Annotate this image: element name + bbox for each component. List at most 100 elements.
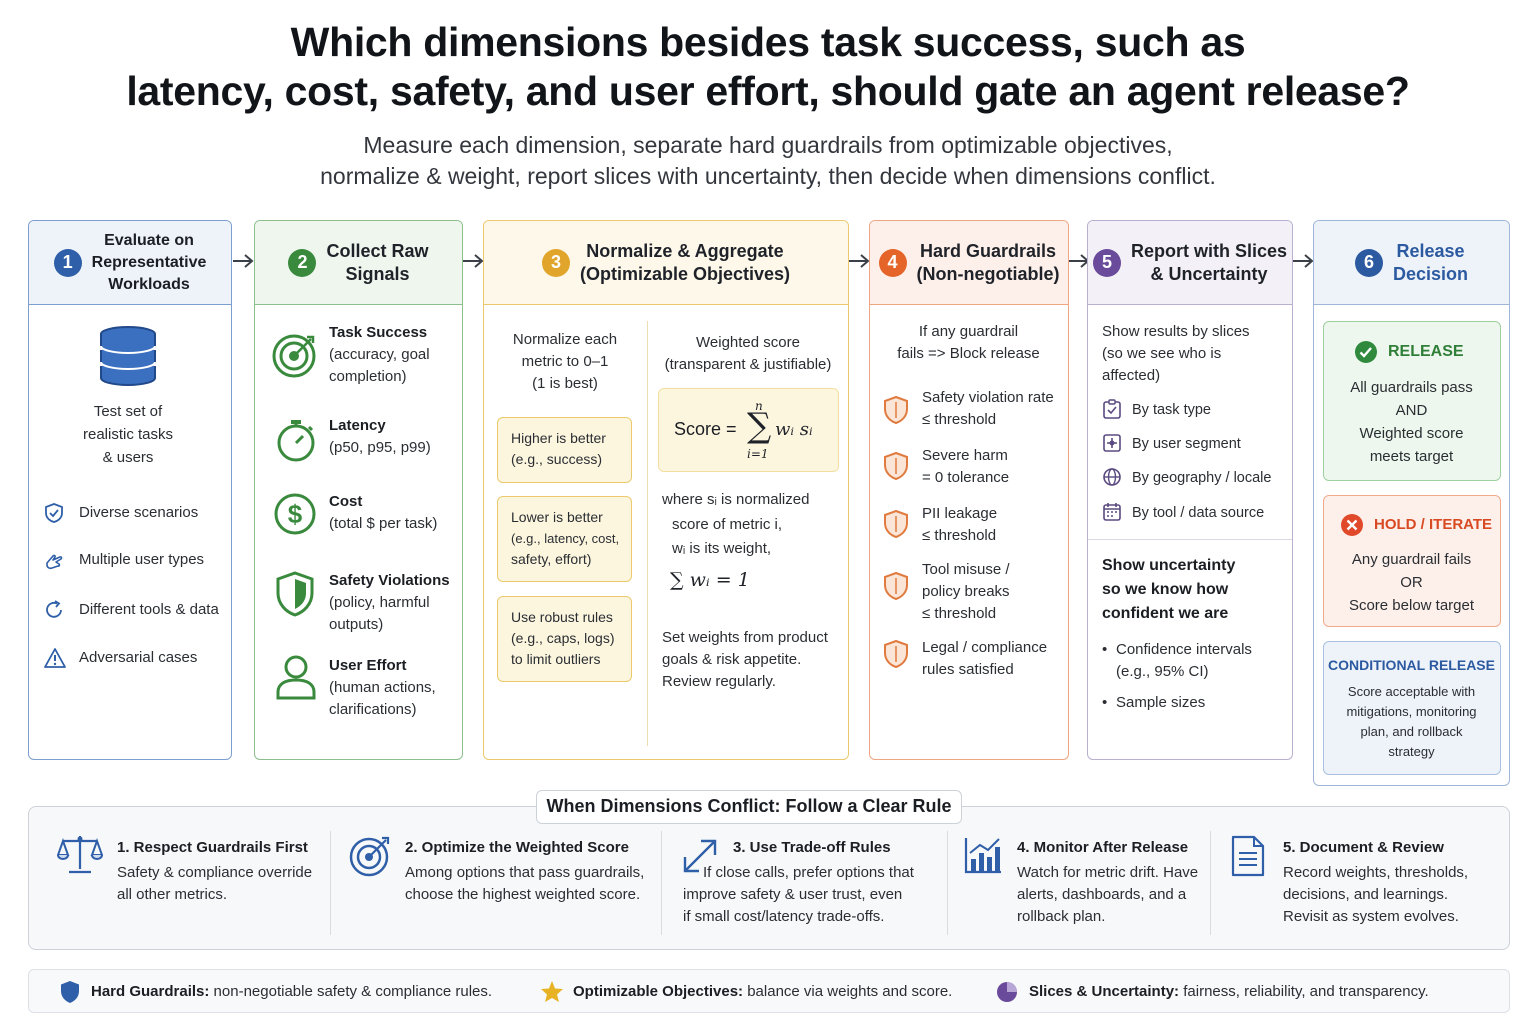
database-icon [97,325,159,387]
column-divider [647,321,648,746]
flow-arrow-5 [1293,254,1314,268]
shield-icon [59,980,81,1004]
dollar-icon: $ [273,492,317,536]
step-3-header: 3 Normalize & Aggregate (Optimizable Obj… [484,221,848,305]
conflict-rules-panel: 1. Respect Guardrails First Safety & com… [28,806,1510,950]
warning-icon [43,647,67,669]
rule-3: 3. Use Trade-off Rules If close calls, p… [683,839,914,925]
hold-criteria: Any guardrail fails OR Score below targe… [1348,551,1475,614]
workload-item-different-tools: Different tools & data [79,601,219,618]
guardrail-tool-misuse: Tool misuse / policy breaks ≤ threshold [922,561,1010,622]
slice-user-segment: By user segment [1132,436,1241,452]
rule-1: 1. Respect Guardrails First Safety & com… [117,839,313,903]
step-4-number: 4 [878,248,907,277]
rule-5: 5. Document & Review Record weights, thr… [1283,839,1469,925]
shield-check-icon [43,502,65,524]
step-1-title: Evaluate on Representative Workloads [91,231,207,293]
rule-4: 4. Monitor After Release Watch for metri… [1017,839,1199,925]
section-divider [1088,539,1292,540]
tradeoff-arrow-icon [681,837,719,875]
signal-task-success: Task Success (accuracy, goal completion) [329,324,430,385]
legend-slices-uncertainty: Slices & Uncertainty: fairness, reliabil… [1029,983,1429,1000]
hand-pointer-icon [43,550,65,572]
test-set-label: Test set of realistic tasks & users [82,403,174,466]
page-subtitle: Measure each dimension, separate hard gu… [0,130,1536,192]
x-circle-icon [1340,513,1364,537]
guardrail-severe-harm: Severe harm = 0 tolerance [922,447,1010,486]
step-2-card: 2 Collect Raw Signals Task Success (accu… [254,220,463,760]
document-icon [1231,835,1265,877]
svg-text:$: $ [288,499,303,529]
slice-tool-data-source: By tool / data source [1132,505,1265,521]
step-4-header: 4 Hard Guardrails (Non-negotiable) [870,221,1068,305]
step-3-card: 3 Normalize & Aggregate (Optimizable Obj… [483,220,849,760]
guardrail-shield-icon [883,451,909,481]
lower-is-better-box: Lower is better (e.g., latency, cost, sa… [497,496,632,582]
step-2-number: 2 [288,248,317,277]
robust-rules-box: Use robust rules (e.g., caps, logs) to l… [497,596,632,682]
rule-2: 2. Optimize the Weighted Score Among opt… [405,839,645,903]
step-4-title: Hard Guardrails (Non-negotiable) [916,240,1060,284]
task-icon [1102,399,1122,419]
workload-item-multiple-user-types: Multiple user types [79,551,205,568]
score-formula-box: Score = n ∑ i=1 wᵢ sᵢ [658,388,839,472]
bullet-confidence-intervals: •Confidence intervals (e.g., 95% CI) [1102,641,1252,680]
slice-task-type: By task type [1132,402,1211,418]
conflict-rules-title: When Dimensions Conflict: Follow a Clear… [536,790,962,824]
step-2-header: 2 Collect Raw Signals [255,221,462,305]
legend-hard-guardrails: Hard Guardrails: non-negotiable safety &… [91,983,493,1000]
shield-icon [275,571,315,617]
bullet-sample-sizes: •Sample sizes [1102,694,1206,711]
conditional-release-box: CONDITIONAL RELEASE Score acceptable wit… [1323,641,1501,775]
step-6-header: 6 Release Decision [1314,221,1509,305]
legend-optimizable-objectives: Optimizable Objectives: balance via weig… [573,983,953,1000]
rule-divider [1210,831,1211,935]
guardrail-legal-compliance: Legal / compliance rules satisfied [922,639,1048,678]
refresh-icon [43,599,65,621]
conditional-title: CONDITIONAL RELEASE [1328,657,1495,673]
flow-arrow-1 [233,254,254,268]
title-line-1: Which dimensions besides task success, s… [290,19,1246,65]
title-line-2: latency, cost, safety, and user effort, … [126,68,1410,114]
rule-divider [661,831,662,935]
higher-is-better-box: Higher is better (e.g., success) [497,417,632,483]
weighted-score-text: Weighted score (transparent & justifiabl… [664,334,832,373]
step-1-header: 1 Evaluate on Representative Workloads [29,221,231,305]
conditional-criteria: Score acceptable with mitigations, monit… [1346,684,1477,759]
release-box: RELEASE All guardrails pass AND Weighted… [1323,321,1501,481]
rule-divider [947,831,948,935]
signal-latency: Latency (p50, p95, p99) [329,417,431,456]
star-icon [540,980,564,1003]
step-6-card: 6 Release Decision RELEASE All guardrail… [1313,220,1510,786]
uncertainty-heading: Show uncertainty so we know how confiden… [1102,557,1236,622]
stopwatch-icon [275,418,317,462]
guardrail-intro: If any guardrail fails => Block release [897,323,1040,362]
guardrail-shield-icon [883,639,909,669]
step-6-number: 6 [1354,248,1383,277]
scale-icon [57,833,103,875]
normalize-text: Normalize each metric to 0–1 (1 is best) [512,331,618,392]
rule-divider [330,831,331,935]
slice-geography: By geography / locale [1132,470,1272,486]
signal-cost: Cost (total $ per task) [329,493,438,532]
globe-icon [1102,467,1122,487]
set-weights-text: Set weights from product goals & risk ap… [662,629,828,690]
step-5-card: 5 Report with Slices & Uncertainty Show … [1087,220,1293,760]
guardrail-shield-icon [883,571,909,601]
guardrail-safety-violation: Safety violation rate ≤ threshold [922,389,1054,428]
subtitle-line-2: normalize & weight, report slices with u… [320,163,1216,189]
step-3-number: 3 [541,248,570,277]
workload-item-adversarial-cases: Adversarial cases [79,649,198,666]
step-5-number: 5 [1092,248,1121,277]
step-5-header: 5 Report with Slices & Uncertainty [1088,221,1292,305]
subtitle-line-1: Measure each dimension, separate hard gu… [363,132,1173,158]
target-icon [271,333,317,379]
release-title: RELEASE [1388,343,1464,360]
workload-item-diverse-scenarios: Diverse scenarios [79,504,199,521]
slices-intro: Show results by slices (so we see who is… [1102,323,1250,384]
calendar-icon [1102,502,1122,522]
step-1-number: 1 [53,248,82,277]
flow-arrow-2 [463,254,484,268]
step-2-title: Collect Raw Signals [326,240,429,284]
page-title: Which dimensions besides task success, s… [0,18,1536,116]
